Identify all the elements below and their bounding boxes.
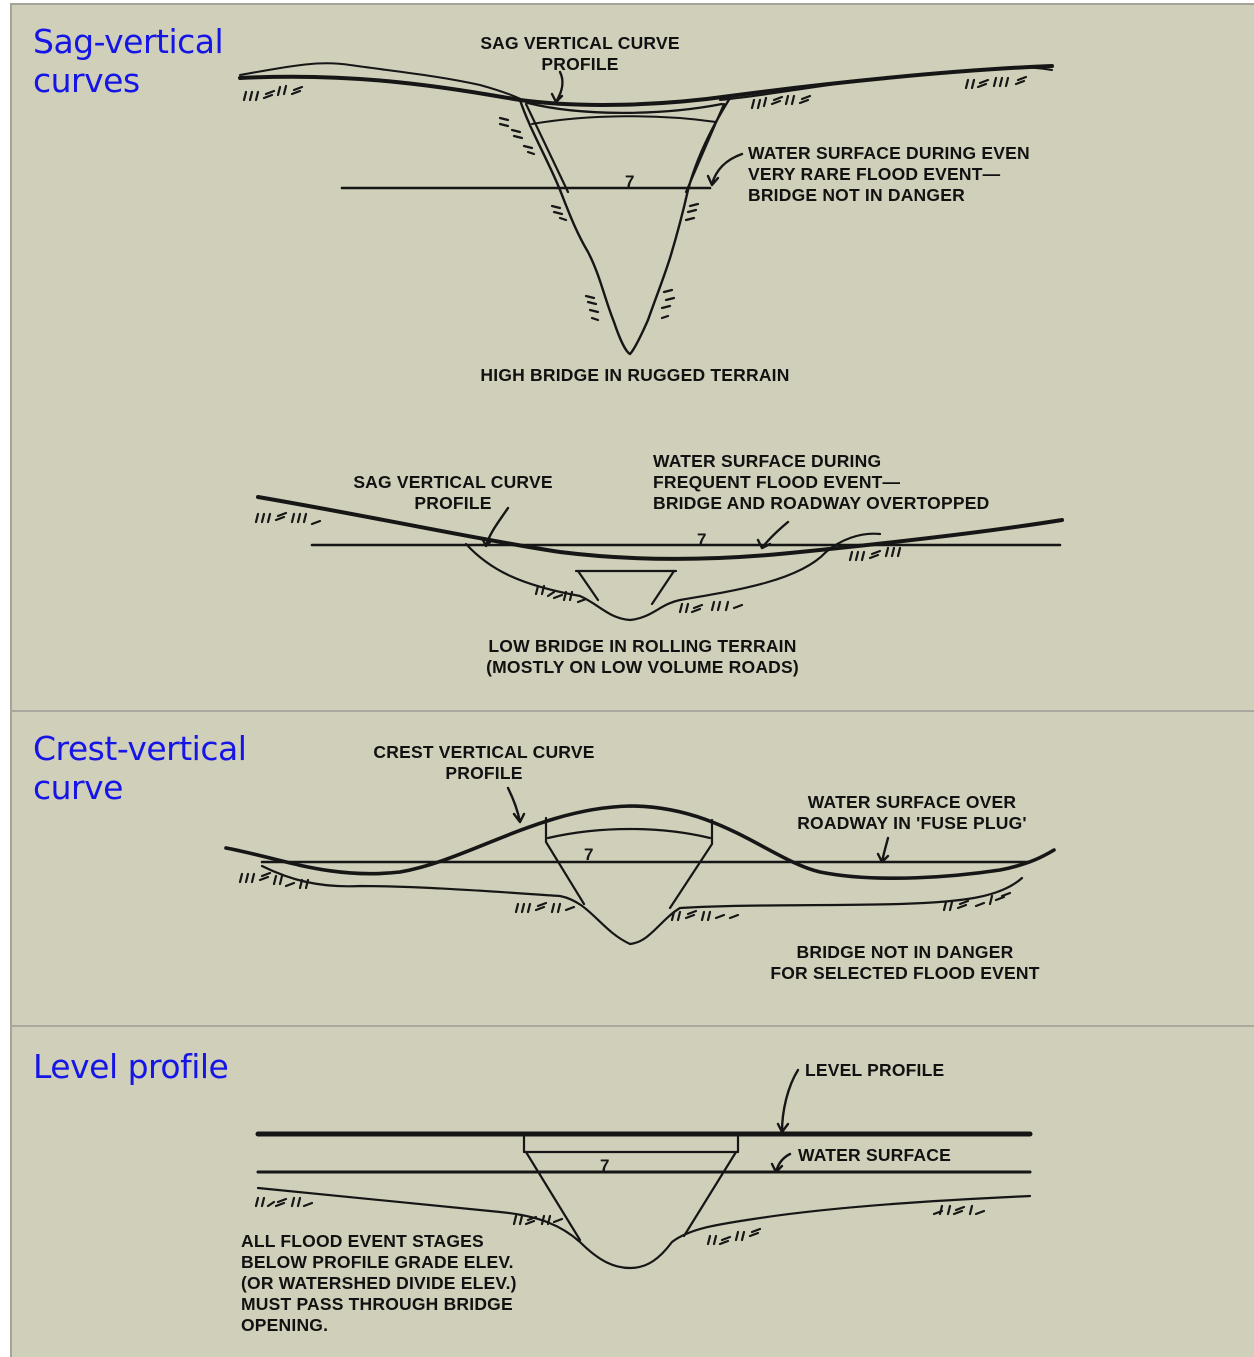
section-heading-sag: Sag-vertical curves — [33, 22, 224, 100]
water-surface-label: WATER SURFACE DURING FREQUENT FLOOD EVEN… — [653, 451, 989, 514]
bridge-deck — [546, 827, 712, 840]
leader-arrow — [480, 506, 510, 548]
label-line: WATER SURFACE DURING EVEN — [748, 143, 1030, 163]
heading-line: Sag-vertical — [33, 22, 224, 61]
water-surface-label: WATER SURFACE — [798, 1145, 951, 1166]
label-line: ROADWAY IN 'FUSE PLUG' — [797, 813, 1027, 833]
terrain-hatching — [254, 511, 902, 614]
leader-arrow — [770, 1152, 792, 1174]
caption-line: FOR SELECTED FLOOD EVENT — [770, 963, 1040, 983]
terrain-hatching — [254, 1196, 986, 1246]
valley-wall — [518, 96, 732, 356]
label-line: WATER SURFACE OVER — [807, 792, 1017, 812]
label-line: SAG VERTICAL CURVE — [353, 472, 553, 492]
label-line: WATER SURFACE DURING — [653, 451, 882, 471]
section-heading-level: Level profile — [33, 1047, 229, 1086]
label-line: BRIDGE AND ROADWAY OVERTOPPED — [653, 493, 990, 513]
bridge-deck — [522, 1134, 740, 1154]
caption-line: BELOW PROFILE GRADE ELEV. — [241, 1252, 514, 1272]
label-line: PROFILE — [414, 493, 492, 513]
low-bridge-diagram: 7 — [254, 495, 1064, 622]
water-symbol: 7 — [584, 845, 593, 864]
caption-line: ALL FLOOD EVENT STAGES — [241, 1231, 484, 1251]
label-line: PROFILE — [445, 763, 523, 783]
caption-line: (OR WATERSHED DIVIDE ELEV.) — [241, 1273, 517, 1293]
label-line: SAG VERTICAL CURVE — [480, 33, 680, 53]
ground-line — [256, 1186, 1032, 1270]
diagram-caption: LOW BRIDGE IN ROLLING TERRAIN (MOSTLY ON… — [430, 636, 855, 678]
label-line: VERY RARE FLOOD EVENT— — [748, 164, 1001, 184]
bridge-abutment — [524, 1150, 738, 1242]
water-symbol: 7 — [625, 172, 634, 191]
leader-arrow — [876, 836, 890, 864]
figure-panel — [10, 3, 1254, 1357]
label-line: PROFILE — [541, 54, 619, 74]
heading-line: Level profile — [33, 1047, 229, 1086]
heading-line: Crest-vertical — [33, 729, 247, 768]
caption-line: (MOSTLY ON LOW VOLUME ROADS) — [486, 657, 799, 677]
sag-road-profile — [256, 495, 1064, 561]
water-symbol: 7 — [600, 1156, 609, 1175]
heading-line: curve — [33, 768, 123, 807]
caption-line: MUST PASS THROUGH BRIDGE — [241, 1294, 513, 1314]
profile-label: SAG VERTICAL CURVE PROFILE — [333, 472, 573, 514]
heading-line: curves — [33, 61, 140, 100]
caption-line: BRIDGE NOT IN DANGER — [796, 942, 1014, 962]
caption-line: OPENING. — [241, 1315, 329, 1335]
section-heading-crest: Crest-vertical curve — [33, 729, 247, 807]
label-line: WATER SURFACE — [798, 1145, 951, 1165]
bridge-abutment — [576, 569, 676, 606]
label-line: LEVEL PROFILE — [805, 1060, 945, 1080]
label-line: FREQUENT FLOOD EVENT— — [653, 472, 901, 492]
leader-arrow — [756, 520, 790, 550]
water-symbol: 7 — [697, 530, 706, 549]
bridge-abutment — [544, 816, 714, 910]
ground-line — [239, 62, 529, 104]
water-surface-label: WATER SURFACE OVER ROADWAY IN 'FUSE PLUG… — [772, 792, 1052, 834]
terrain-hatching — [242, 75, 1028, 322]
diagram-caption: ALL FLOOD EVENT STAGES BELOW PROFILE GRA… — [241, 1231, 517, 1336]
crest-diagram: 7 — [224, 786, 1056, 946]
label-line: CREST VERTICAL CURVE — [373, 742, 595, 762]
leader-arrow — [706, 152, 744, 187]
caption-line: HIGH BRIDGE IN RUGGED TERRAIN — [480, 365, 790, 385]
leader-arrow — [550, 70, 564, 104]
bridge-arch — [531, 115, 717, 125]
high-bridge-diagram: 7 — [238, 62, 1054, 356]
profile-label: CREST VERTICAL CURVE PROFILE — [354, 742, 614, 784]
crest-road-profile — [224, 804, 1056, 881]
leader-arrow — [506, 786, 526, 824]
bridge-deck — [526, 101, 724, 114]
diagram-caption: HIGH BRIDGE IN RUGGED TERRAIN — [420, 365, 850, 386]
leader-arrow — [776, 1068, 800, 1134]
ground-line — [719, 66, 1053, 101]
caption-line: LOW BRIDGE IN ROLLING TERRAIN — [488, 636, 797, 656]
profile-label: SAG VERTICAL CURVE PROFILE — [460, 33, 700, 75]
section-divider — [10, 1025, 1254, 1027]
ground-line — [260, 864, 1024, 946]
profile-label: LEVEL PROFILE — [805, 1060, 944, 1081]
section-divider — [10, 710, 1254, 712]
water-surface-label: WATER SURFACE DURING EVEN VERY RARE FLOO… — [748, 143, 1030, 206]
diagram-caption: BRIDGE NOT IN DANGER FOR SELECTED FLOOD … — [750, 942, 1060, 984]
label-line: BRIDGE NOT IN DANGER — [748, 185, 965, 205]
terrain-hatching — [238, 871, 1012, 922]
level-profile-diagram: 7 — [254, 1068, 1033, 1270]
